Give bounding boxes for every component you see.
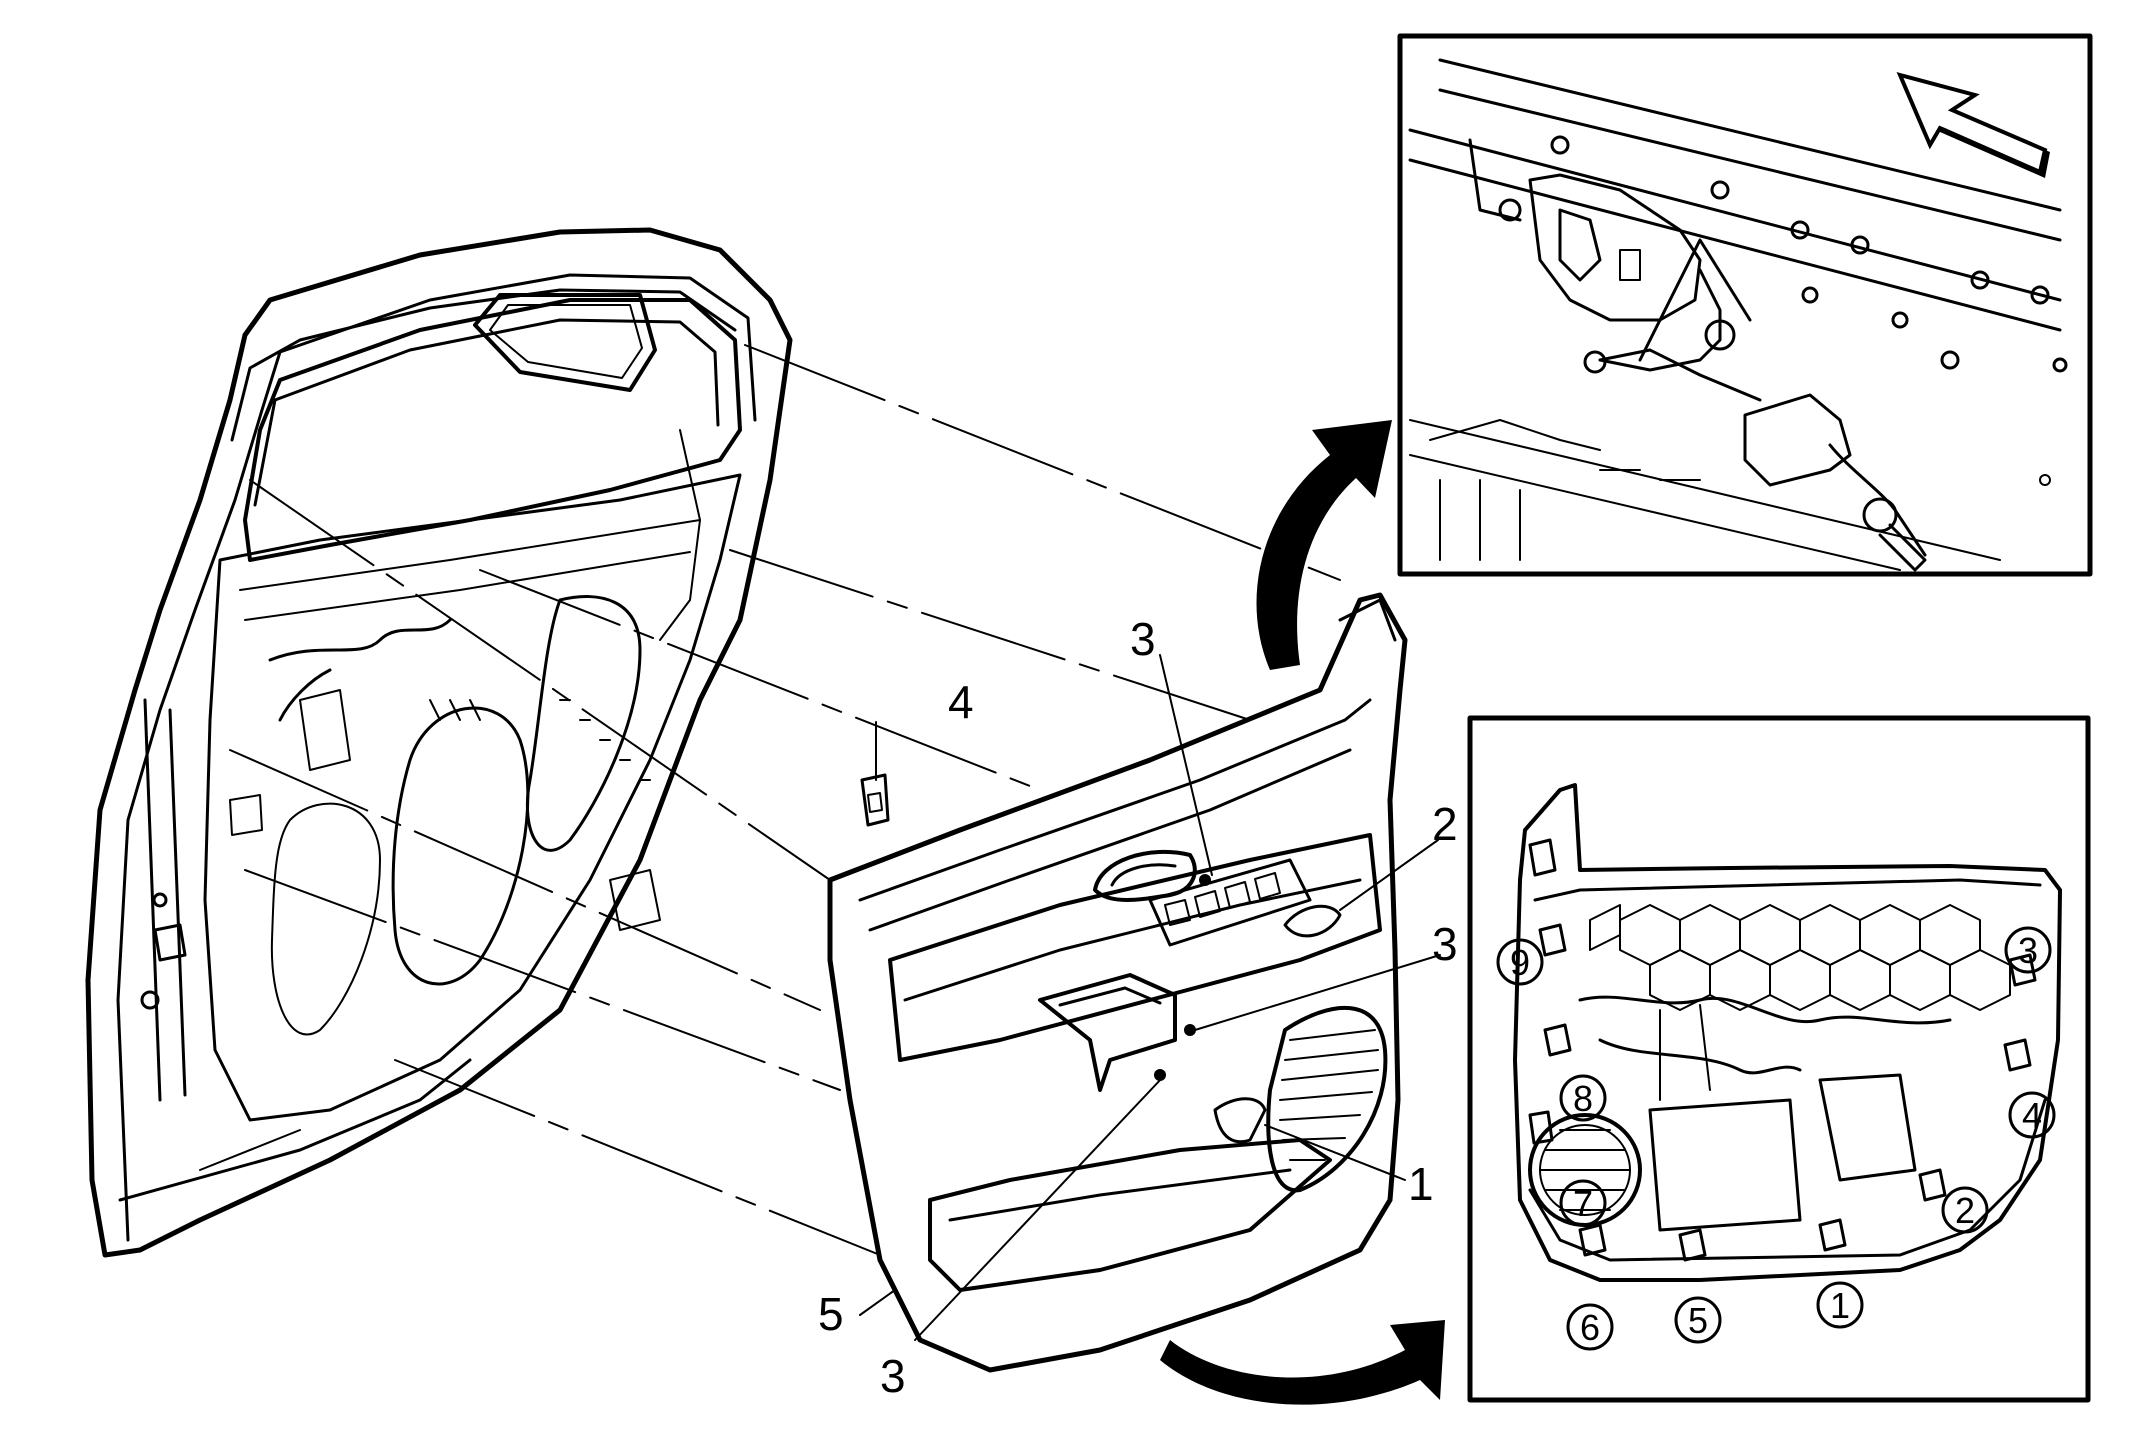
svg-text:7: 7 [1573, 1183, 1593, 1224]
detail-callout-1: 1 [1816, 1281, 1864, 1329]
callout-label-3-bottom: 3 [880, 1350, 906, 1402]
svg-text:4: 4 [2022, 1095, 2042, 1136]
callout-label-3-right: 3 [1432, 918, 1458, 970]
direction-arrows [1160, 420, 1445, 1405]
detail-view-bottom [1467, 715, 2091, 1403]
svg-text:8: 8 [1573, 1078, 1593, 1119]
callout-label-4: 4 [948, 676, 974, 728]
curved-arrow-down-icon [1160, 1320, 1445, 1405]
detail-callouts: 1 2 3 4 5 6 7 8 [1496, 926, 2056, 1351]
detail-callout-5: 5 [1674, 1296, 1722, 1344]
detail-callout-9: 9 [1496, 938, 1544, 986]
callout-label-2: 2 [1432, 798, 1458, 850]
honeycomb-insulation [1589, 904, 2011, 1011]
svg-text:5: 5 [1688, 1300, 1708, 1341]
alignment-leader-lines [229, 344, 1341, 1256]
main-callout-leaders [859, 654, 1441, 1341]
door-frame-illustration [85, 227, 793, 1258]
callout-label-5: 5 [818, 1288, 844, 1340]
detail-callout-4: 4 [2008, 1091, 2056, 1139]
detail-callout-6: 6 [1566, 1303, 1614, 1351]
svg-text:3: 3 [2018, 930, 2038, 971]
svg-text:6: 6 [1580, 1307, 1600, 1348]
svg-text:2: 2 [1955, 1190, 1975, 1231]
svg-text:9: 9 [1510, 942, 1530, 983]
callout-label-3-top: 3 [1130, 613, 1156, 665]
door-trim-panel-illustration [827, 592, 1408, 1373]
forward-arrow-icon [1896, 72, 2048, 175]
detail-view-top [1397, 33, 2093, 577]
curved-arrow-up-icon [1256, 420, 1392, 670]
callout-label-1: 1 [1408, 1158, 1434, 1210]
detail-callout-3: 3 [2004, 926, 2052, 974]
svg-text:1: 1 [1830, 1285, 1850, 1326]
detail-callout-8: 8 [1559, 1074, 1607, 1122]
detail-callout-2: 2 [1941, 1186, 1989, 1234]
main-callout-labels: 3 4 2 3 1 5 3 [818, 613, 1458, 1402]
detail-callout-7: 7 [1559, 1179, 1607, 1227]
